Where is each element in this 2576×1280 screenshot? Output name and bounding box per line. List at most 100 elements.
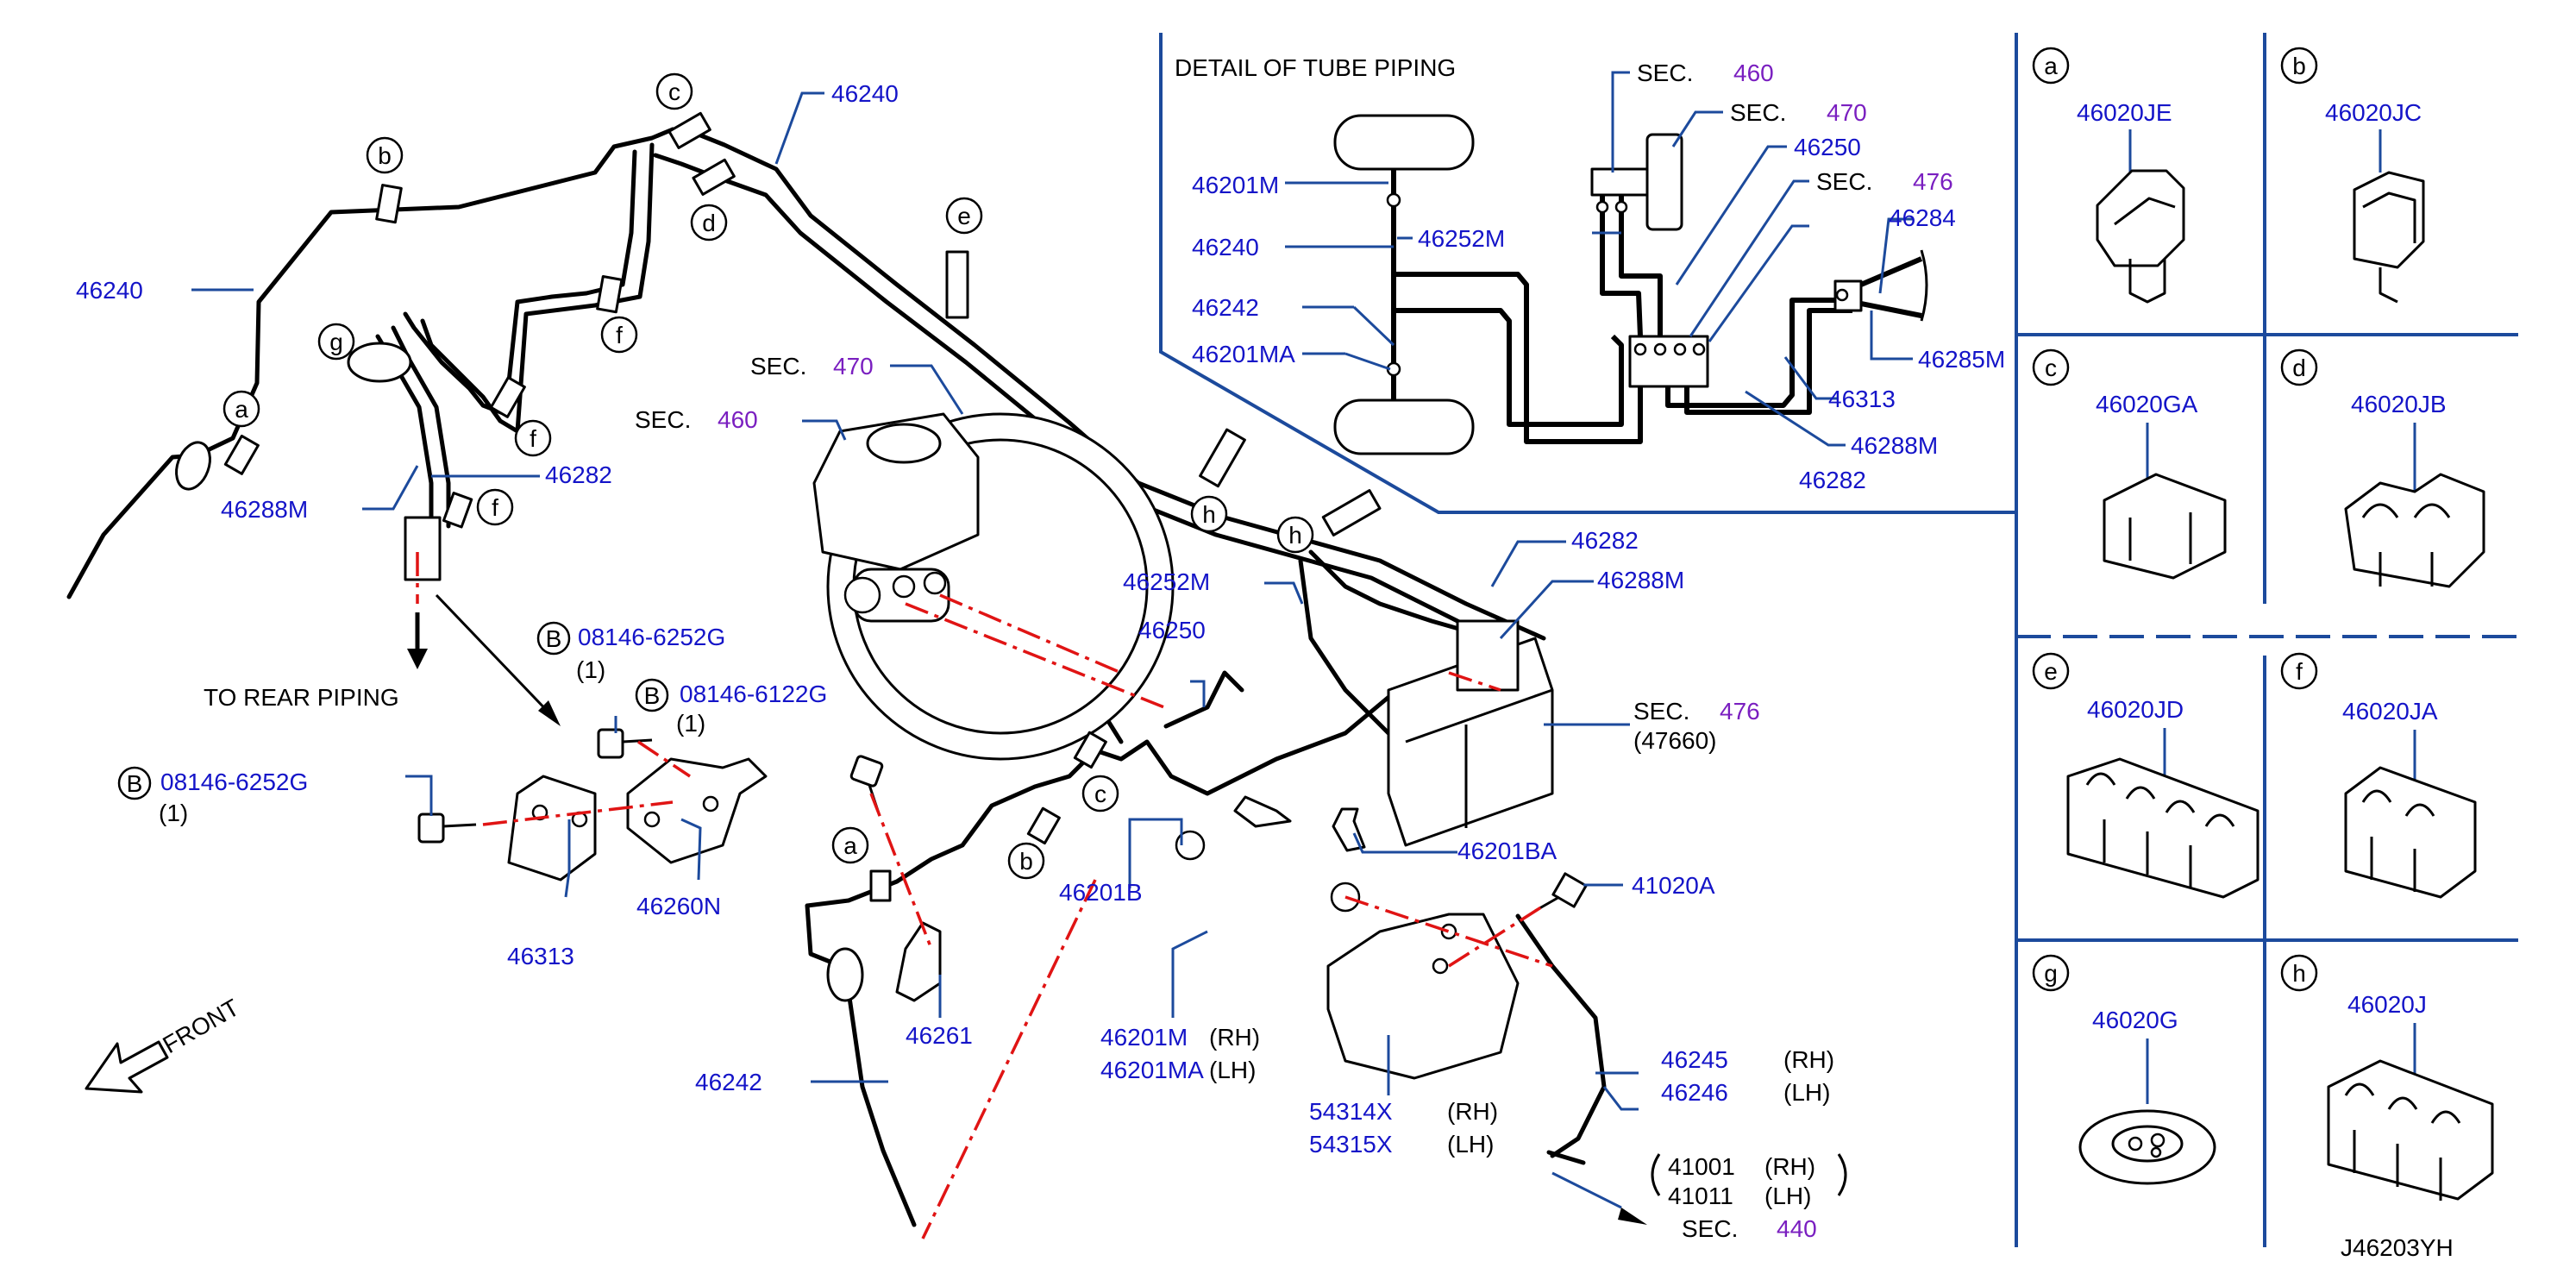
- callout-f-top: f: [616, 322, 623, 348]
- clip-46020JD-shape: [2066, 757, 2259, 899]
- detail-label-46282: 46282: [1799, 467, 1866, 493]
- label-46282-right: 46282: [1571, 527, 1639, 554]
- callout-c-top: c: [668, 78, 680, 105]
- sec-476-word: SEC.: [1633, 698, 1689, 725]
- bolt-marker-b2: B: [644, 682, 661, 709]
- label-46245: 46245: [1661, 1046, 1728, 1073]
- detail-sec-470-word: SEC.: [1730, 99, 1786, 126]
- legend-cell-h: h 46020J: [2280, 954, 2494, 1201]
- bolt-41020A: [1534, 872, 1588, 913]
- label-46288M-left: 46288M: [221, 496, 308, 523]
- bolt-part-b2: 08146-6122G: [680, 681, 827, 707]
- label-46288M-right: 46288M: [1597, 567, 1684, 593]
- callout-c-low: c: [1094, 781, 1106, 807]
- callout-b-top: b: [378, 142, 392, 169]
- connector-46260N: [626, 757, 768, 864]
- sec-476: 476: [1720, 698, 1760, 725]
- label-46240-left: 46240: [76, 277, 143, 304]
- label-46201M: 46201M: [1100, 1024, 1188, 1051]
- detail-label-46284: 46284: [1889, 204, 1956, 231]
- legend-letter-b: b: [2292, 53, 2306, 79]
- sec-470: 470: [833, 353, 874, 380]
- label-46201B: 46201B: [1059, 879, 1143, 906]
- callout-a-left: a: [235, 396, 248, 423]
- callout-h-right: h: [1288, 522, 1302, 549]
- label-46313: 46313: [507, 943, 574, 969]
- detail-label-46285M: 46285M: [1918, 346, 2005, 373]
- bolt-qty-b3: (1): [159, 800, 188, 826]
- detail-label-46201M: 46201M: [1192, 172, 1279, 198]
- sec-440: 440: [1777, 1215, 1817, 1242]
- legend-letter-a: a: [2044, 53, 2058, 79]
- label-41020A: 41020A: [1632, 872, 1715, 899]
- label-46240-top: 46240: [831, 80, 899, 107]
- detail-label-46313: 46313: [1828, 386, 1896, 412]
- detail-label-46250: 46250: [1794, 134, 1861, 160]
- front-label: FRONT: [159, 994, 244, 1058]
- side-46246: (LH): [1783, 1079, 1830, 1106]
- sec-460-word: SEC.: [635, 406, 691, 433]
- master-cylinder-reservoir-schematic: [1333, 114, 1475, 171]
- callout-e-top: e: [957, 203, 971, 229]
- assembly-chain-lines: [416, 552, 1553, 1239]
- legend-letter-e: e: [2044, 658, 2058, 685]
- label-46201MA: 46201MA: [1100, 1057, 1204, 1083]
- label-46260N: 46260N: [636, 893, 721, 919]
- legend-letter-f: f: [2296, 658, 2303, 685]
- clip-46020JE-shape: [2096, 169, 2185, 267]
- main-leaders: [191, 91, 1647, 1225]
- clip-46020J-shape: [2327, 1059, 2494, 1201]
- label-46261: 46261: [906, 1022, 973, 1049]
- detail-title: DETAIL OF TUBE PIPING: [1175, 54, 1456, 81]
- clip-part-46020JB: 46020JB: [2351, 391, 2447, 417]
- bolt-qty-b2: (1): [676, 710, 705, 737]
- legend-cell-g: g 46020G: [2032, 954, 2216, 1185]
- legend-letter-g: g: [2044, 960, 2058, 987]
- sec-440-word: SEC.: [1682, 1215, 1738, 1242]
- legend-cell-b: b 46020JC: [2280, 47, 2425, 304]
- clip-46020GA-shape: [2103, 473, 2227, 580]
- front-arrow: FRONT: [85, 994, 244, 1094]
- bolt-08146-6122G: [597, 728, 653, 759]
- brake-hose-bracket-54314X: [1326, 913, 1520, 1080]
- label-46242: 46242: [695, 1069, 762, 1095]
- side-41011: (LH): [1764, 1183, 1811, 1209]
- detail-sec-460: 460: [1733, 60, 1774, 86]
- label-54315X: 54315X: [1309, 1131, 1393, 1158]
- label-54314X: 54314X: [1309, 1098, 1393, 1125]
- detail-sec-476-word: SEC.: [1816, 168, 1872, 195]
- label-41011: 41011: [1668, 1183, 1733, 1209]
- tube-piping-detail: DETAIL OF TUBE PIPING: [1175, 54, 2005, 493]
- side-46201MA: (LH): [1209, 1057, 1256, 1083]
- sec-460: 460: [718, 406, 758, 433]
- bolt-part-b3: 08146-6252G: [160, 769, 308, 795]
- legend-letter-h: h: [2292, 960, 2306, 987]
- callout-f-low: f: [492, 494, 498, 521]
- callout-a-low: a: [843, 832, 857, 859]
- callout-b-low: b: [1019, 848, 1033, 875]
- detail-sec-470: 470: [1827, 99, 1867, 126]
- side-41001: (RH): [1764, 1153, 1815, 1180]
- side-54314X: (RH): [1447, 1098, 1498, 1125]
- side-46201M: (RH): [1209, 1024, 1260, 1051]
- bolt-08146-6252G-top: [849, 755, 884, 817]
- grommet-46020G-shape: [2078, 1109, 2216, 1185]
- main-labels: 46240 46240 46288M 46282 SEC. 470 SEC. 4…: [76, 80, 2454, 1261]
- legend-cell-f: f 46020JA: [2280, 652, 2477, 899]
- clip-46020JA-shape: [2344, 766, 2477, 899]
- clip-part-46020JC: 46020JC: [2325, 99, 2422, 126]
- label-41001: 41001: [1668, 1153, 1735, 1180]
- detail-label-46201MA: 46201MA: [1192, 341, 1295, 367]
- side-46245: (RH): [1783, 1046, 1834, 1073]
- label-46246: 46246: [1661, 1079, 1728, 1106]
- label-46250: 46250: [1138, 617, 1206, 643]
- to-rear-piping: TO REAR PIPING: [204, 684, 399, 711]
- bolt-08146-6252G-left: [417, 813, 477, 844]
- clip-46020JB-shape: [2344, 473, 2485, 588]
- clip-part-46020J: 46020J: [2347, 991, 2427, 1018]
- junction-block-46313: [507, 775, 597, 882]
- reservoir-cap: [866, 423, 942, 464]
- detail-label-46288M: 46288M: [1851, 432, 1938, 459]
- clip-part-46020GA: 46020GA: [2096, 391, 2198, 417]
